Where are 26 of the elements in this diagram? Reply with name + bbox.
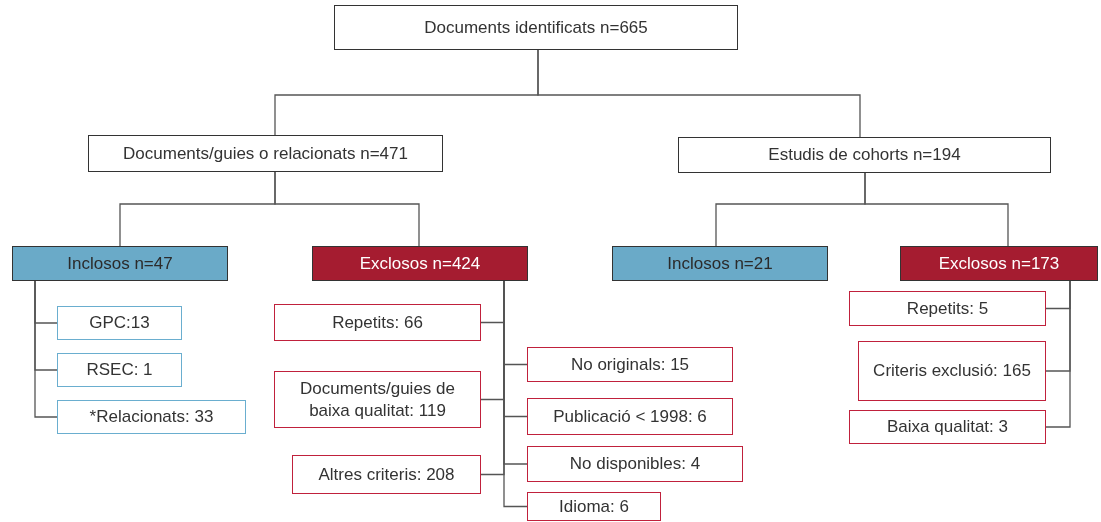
reason-box: Repetits: 5 (849, 291, 1046, 326)
process-box: Documents/guies o relacionats n=471 (88, 135, 443, 172)
reason-box: No originals: 15 (527, 347, 733, 382)
excluded-box: Exclosos n=424 (312, 246, 528, 281)
excluded-box: Exclosos n=173 (900, 246, 1098, 281)
included-box: Inclosos n=47 (12, 246, 228, 281)
connector-line (537, 49, 861, 138)
reason-box: Documents/guies de baixa qualitat: 119 (274, 371, 481, 428)
reason-box: Repetits: 66 (274, 304, 481, 341)
title-box: Documents identificats n=665 (334, 5, 738, 50)
connector-line (1045, 280, 1071, 428)
connector-line (274, 171, 420, 247)
category-box: *Relacionats: 33 (57, 400, 246, 434)
reason-box: No disponibles: 4 (527, 446, 743, 482)
connector-line (34, 280, 58, 418)
reason-box: Baixa qualitat: 3 (849, 410, 1046, 444)
category-box: GPC:13 (57, 306, 182, 340)
connector-line (503, 280, 528, 508)
reason-box: Altres criteris: 208 (292, 455, 481, 494)
category-box: RSEC: 1 (57, 353, 182, 387)
reason-box: Publicació < 1998: 6 (527, 398, 733, 435)
process-box: Estudis de cohorts n=194 (678, 137, 1051, 173)
included-box: Inclosos n=21 (612, 246, 828, 281)
reason-box: Idioma: 6 (527, 492, 661, 521)
reason-box: Criteris exclusió: 165 (858, 341, 1046, 401)
connector-line (864, 172, 1009, 247)
